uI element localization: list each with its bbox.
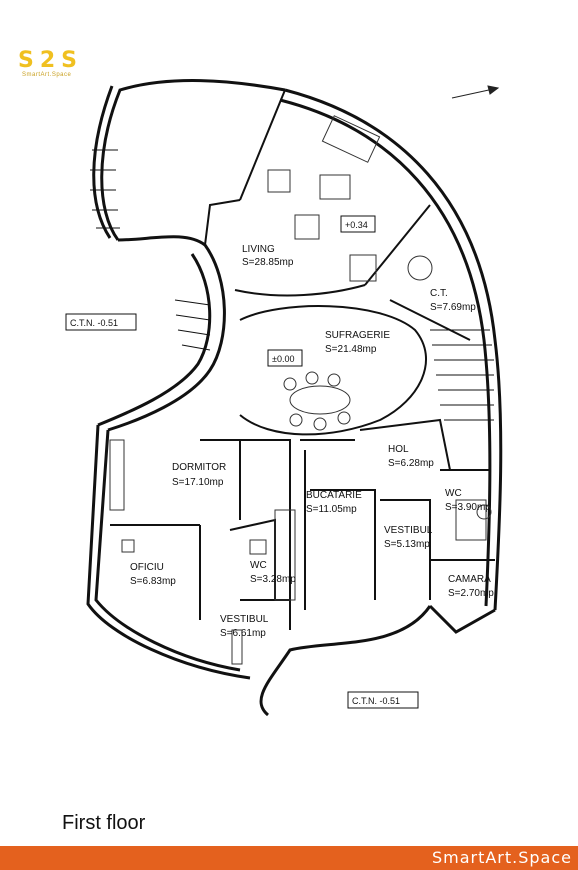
room-name-vestibul1: VESTIBUL [384, 525, 433, 536]
footer-bar: SmartArt.Space [0, 846, 578, 870]
footer-brand: SmartArt.Space [431, 848, 572, 867]
room-area-vestibul1: S=5.13mp [384, 539, 430, 550]
level-main: ±0.00 [272, 354, 294, 364]
level-ctn-bottom: C.T.N. -0.51 [352, 696, 400, 706]
room-name-oficiu: OFICIU [130, 562, 164, 573]
room-area-ct: S=7.69mp [430, 302, 476, 313]
room-name-living: LIVING [242, 244, 275, 255]
room-name-ct: C.T. [430, 288, 448, 299]
level-markers: +0.34 ±0.00 C.T.N. -0.51 C.T.N. -0.51 [65, 215, 419, 709]
room-area-camara: S=2.70mp [448, 588, 494, 599]
room-area-dormitor: S=17.10mp [172, 477, 224, 488]
room-name-sufragerie: SUFRAGERIE [325, 330, 390, 341]
room-name-wc2: WC [250, 560, 267, 571]
level-ctn-left: C.T.N. -0.51 [70, 318, 118, 328]
room-labels: LIVING S=28.85mp C.T. S=7.69mp SUFRAGERI… [130, 244, 494, 639]
logo-mark: S2S [18, 48, 83, 73]
room-area-wc1: S=3.90mp [445, 502, 491, 513]
room-name-camara: CAMARA [448, 574, 491, 585]
logo-subtitle: SmartArt.Space [22, 72, 72, 78]
room-name-bucatarie: BUCATARIE [306, 490, 362, 501]
north-arrow-icon [451, 85, 500, 99]
room-area-living: S=28.85mp [242, 257, 294, 268]
logo: S2S SmartArt.Space [18, 50, 118, 80]
room-name-vestibul2: VESTIBUL [220, 614, 269, 625]
room-name-hol: HOL [388, 444, 409, 455]
plan-caption: First floor [62, 812, 146, 834]
stairs [90, 149, 494, 421]
room-area-wc2: S=3.28mp [250, 574, 296, 585]
room-area-sufragerie: S=21.48mp [325, 344, 377, 355]
interior-walls [110, 89, 495, 630]
room-name-dormitor: DORMITOR [172, 462, 226, 473]
room-area-hol: S=6.28mp [388, 458, 434, 469]
furniture [109, 115, 492, 665]
room-name-wc1: WC [445, 488, 462, 499]
level-living: +0.34 [345, 220, 368, 230]
room-area-vestibul2: S=6.61mp [220, 628, 266, 639]
exterior-walls [86, 79, 503, 717]
room-area-bucatarie: S=11.05mp [306, 504, 357, 515]
room-area-oficiu: S=6.83mp [130, 576, 176, 587]
